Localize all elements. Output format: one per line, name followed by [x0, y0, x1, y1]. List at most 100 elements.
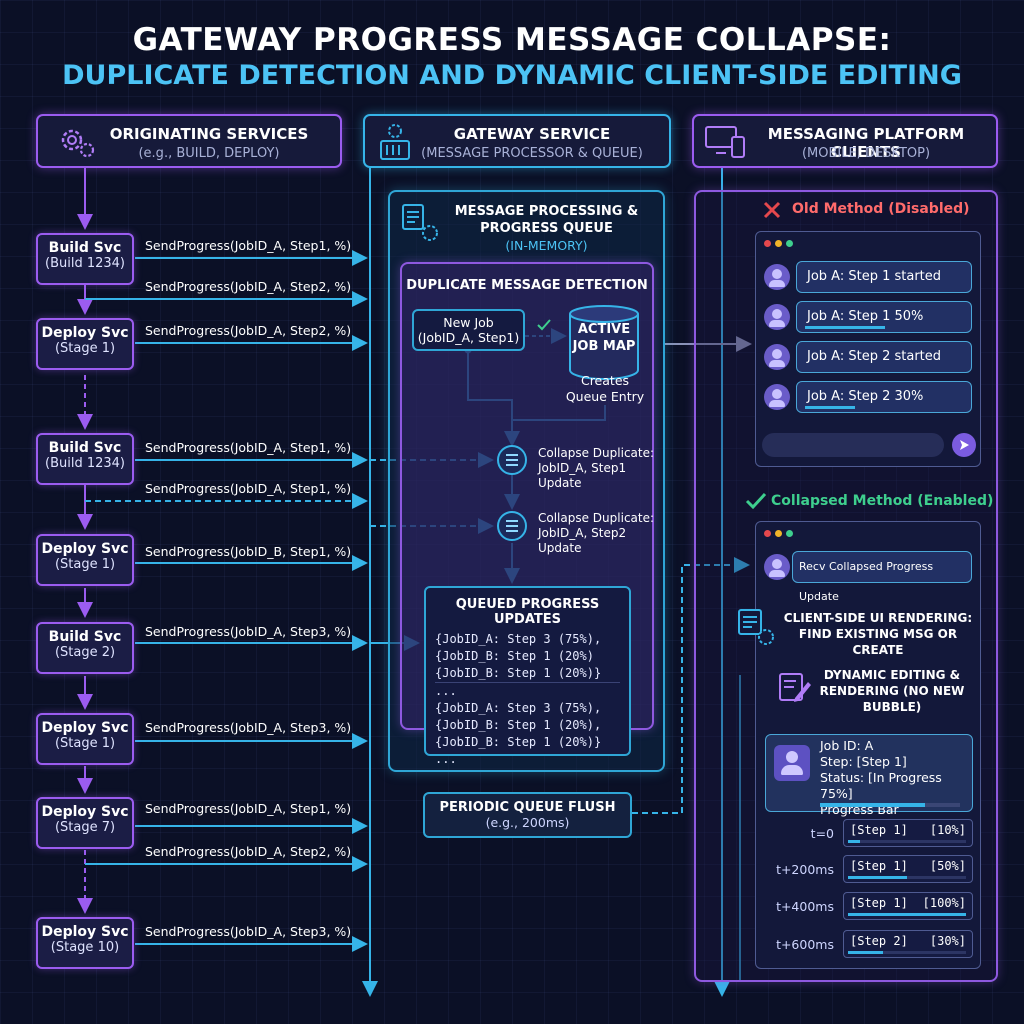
old-method-window: Job A: Step 1 started Job A: Step 1 50% …: [755, 231, 981, 467]
avatar-icon: [764, 344, 790, 370]
call-label: SendProgress(JobID_A, Step1, %): [145, 440, 352, 455]
clients-subtitle: (MOBILE, DESKTOP): [801, 146, 931, 161]
chat-bubble-text: Job A: Step 2 30%: [807, 389, 924, 404]
client-rendering-label: CLIENT-SIDE UI RENDERING: FIND EXISTING …: [780, 610, 976, 658]
timeline-progress-fill: [848, 840, 860, 843]
service-name: Deploy Svc: [41, 804, 129, 820]
timeline-step: [Step 1] [50%]: [843, 855, 973, 883]
chat-bubble: Job A: Step 2 30%: [796, 381, 972, 413]
bubble-progress-bar: [805, 406, 855, 409]
check-icon: [537, 319, 551, 331]
call-label: SendProgress(JobID_A, Step2, %): [145, 279, 352, 294]
old-method-label: Old Method (Disabled): [792, 201, 970, 217]
job-progress-fill: [820, 803, 925, 807]
server-gear-icon: [380, 124, 410, 160]
rendering-line2: FIND EXISTING MSG OR CREATE: [798, 627, 958, 657]
service-box: Deploy Svc (Stage 1): [36, 534, 134, 586]
list-icon: [497, 445, 527, 475]
service-sub: (Stage 10): [50, 940, 120, 955]
service-name: Deploy Svc: [41, 924, 129, 940]
edit-icon: [779, 673, 811, 702]
collapse-2-line1: Collapse Duplicate:: [538, 511, 655, 525]
call-label: SendProgress(JobID_A, Step3, %): [145, 720, 352, 735]
queued-updates-box: QUEUED PROGRESS UPDATES {JobID_A: Step 3…: [424, 586, 631, 766]
service-box: Deploy Svc (Stage 1): [36, 713, 134, 765]
service-name: Deploy Svc: [41, 325, 129, 341]
collapse-label-1: Collapse Duplicate: JobID_A, Step1 Updat…: [538, 446, 654, 491]
chat-bubble-text: Job A: Step 1 50%: [807, 309, 924, 324]
processing-title-line2: PROGRESS QUEUE: [480, 221, 613, 236]
flush-title: PERIODIC QUEUE FLUSH: [439, 800, 616, 815]
collapse-1-line2: JobID_A, Step1: [538, 461, 627, 475]
window-maximize-dot[interactable]: [786, 240, 793, 247]
chat-bubble: Job A: Step 2 started: [796, 341, 972, 373]
queued-line: {JobID_A: Step 3 (75%),: [435, 701, 602, 715]
editing-line3: BUBBLE): [862, 700, 922, 714]
queued-line: {JobID_B: Step 1 (20%): [435, 649, 594, 663]
creates-label-line2: Queue Entry: [565, 389, 645, 404]
call-label: SendProgress(JobID_A, Step1, %): [145, 238, 352, 253]
timeline-time: t+600ms: [776, 937, 834, 952]
window-minimize-dot[interactable]: [775, 530, 782, 537]
timeline-progress-fill: [848, 913, 966, 916]
service-sub: (Stage 1): [54, 557, 116, 572]
document-gear-icon: [738, 609, 774, 645]
timeline-step-pct: [10%]: [929, 823, 966, 837]
gateway-header: GATEWAY SERVICE (MESSAGE PROCESSOR & QUE…: [363, 114, 671, 168]
service-box: Deploy Svc (Stage 7): [36, 797, 134, 849]
avatar-icon: [764, 264, 790, 290]
origin-subtitle: (e.g., BUILD, DEPLOY): [138, 146, 280, 161]
window-maximize-dot[interactable]: [786, 530, 793, 537]
duplicate-detection-title: DUPLICATE MESSAGE DETECTION: [406, 278, 648, 293]
job-card-details: Job ID: A Step: [Step 1] Status: [In Pro…: [820, 738, 972, 818]
queued-title: QUEUED PROGRESS UPDATES: [455, 597, 600, 627]
avatar-icon: [764, 304, 790, 330]
chat-bubble: Job A: Step 1 started: [796, 261, 972, 293]
message-input[interactable]: [762, 433, 944, 457]
gears-icon: [61, 129, 95, 158]
service-name: Build Svc: [48, 440, 122, 456]
queued-line: {JobID_A: Step 3 (75%),: [435, 632, 602, 646]
collapse-label-2: Collapse Duplicate: JobID_A, Step2 Updat…: [538, 511, 654, 556]
collapse-2-line3: Update: [538, 541, 582, 555]
window-close-dot[interactable]: [764, 240, 771, 247]
editing-line1: DYNAMIC EDITING &: [823, 668, 961, 682]
job-card: Job ID: A Step: [Step 1] Status: [In Pro…: [765, 734, 973, 817]
page-subtitle: DUPLICATE DETECTION AND DYNAMIC CLIENT-S…: [62, 60, 962, 91]
send-button[interactable]: [952, 433, 976, 457]
job-id-text: Job ID: A: [820, 738, 874, 753]
queued-list: {JobID_A: Step 3 (75%), {JobID_B: Step 1…: [435, 631, 629, 768]
devices-icon: [705, 126, 745, 158]
window-close-dot[interactable]: [764, 530, 771, 537]
avatar-icon: [774, 745, 810, 781]
chat-bubble: Job A: Step 1 50%: [796, 301, 972, 333]
call-label: SendProgress(JobID_A, Step2, %): [145, 844, 352, 859]
call-label: SendProgress(JobID_A, Step3, %): [145, 624, 352, 639]
collapse-1-line1: Collapse Duplicate:: [538, 446, 655, 460]
clients-title: MESSAGING PLATFORM CLIENTS: [767, 125, 965, 161]
service-sub: (Stage 2): [54, 645, 116, 660]
timeline-progress-fill: [848, 876, 907, 879]
origin-title: ORIGINATING SERVICES: [109, 125, 309, 143]
avatar-icon: [764, 384, 790, 410]
queued-line: {JobID_B: Step 1 (20%)}: [435, 666, 602, 680]
timeline-step-pct: [30%]: [929, 934, 966, 948]
queued-line: ...: [435, 752, 457, 766]
service-name: Build Svc: [48, 629, 122, 645]
timeline-step-name: [Step 1]: [850, 859, 908, 873]
timeline-time: t+400ms: [776, 899, 834, 914]
timeline-step: [Step 1] [10%]: [843, 819, 973, 847]
window-minimize-dot[interactable]: [775, 240, 782, 247]
avatar-icon: [764, 554, 790, 580]
service-name: Build Svc: [48, 240, 122, 256]
list-icon: [497, 511, 527, 541]
call-label: SendProgress(JobID_B, Step1, %): [145, 544, 352, 559]
timeline-step-pct: [50%]: [929, 859, 966, 873]
service-box: Build Svc (Build 1234): [36, 233, 134, 285]
timeline-step: [Step 2] [30%]: [843, 930, 973, 958]
service-box: Build Svc (Stage 2): [36, 622, 134, 674]
timeline-step-name: [Step 1]: [850, 823, 908, 837]
queued-line: {JobID_B: Step 1 (20%),: [435, 718, 602, 732]
service-sub: (Build 1234): [45, 456, 125, 471]
service-name: Deploy Svc: [41, 541, 129, 557]
